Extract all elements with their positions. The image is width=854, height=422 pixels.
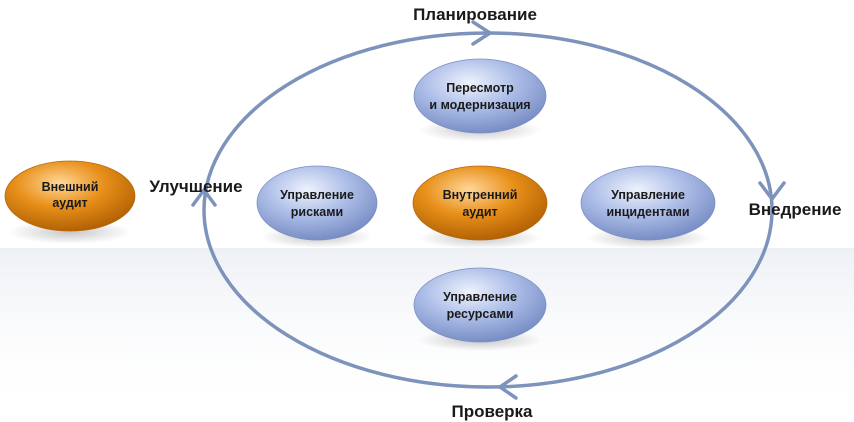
node-incident-management: Управление инцидентами [580, 165, 716, 249]
node-incident-line2: инцидентами [606, 205, 689, 219]
arrow-icon-right [758, 181, 786, 201]
label-improvement: Улучшение [149, 177, 242, 196]
node-internal-audit-line2: аудит [462, 205, 497, 219]
arrow-icon-bottom [498, 374, 518, 400]
node-risk-management: Управление рисками [256, 165, 378, 248]
node-review-line2: и модернизация [429, 98, 530, 112]
node-risk-line2: рисками [291, 205, 343, 219]
node-external-audit-line1: Внешний [42, 180, 99, 194]
node-resource-line1: Управление [443, 290, 517, 304]
node-internal-audit-line1: Внутренний [443, 188, 518, 202]
arrow-icon-left [191, 188, 217, 207]
node-review-modernization: Пересмотр и модернизация [413, 58, 547, 142]
node-internal-audit: Внутренний аудит [412, 165, 548, 249]
node-external-audit: Внешний аудит [4, 160, 136, 244]
node-incident-line1: Управление [611, 188, 685, 202]
arrow-icon-top [471, 20, 492, 46]
node-resource-line2: ресурсами [447, 307, 514, 321]
label-implementation: Внедрение [749, 200, 842, 219]
node-external-audit-line2: аудит [52, 196, 87, 210]
label-planning: Планирование [413, 5, 537, 24]
node-review-line1: Пересмотр [446, 81, 514, 95]
node-risk-line1: Управление [280, 188, 354, 202]
node-resource-management: Управление ресурсами [413, 267, 547, 351]
label-check: Проверка [451, 402, 533, 421]
